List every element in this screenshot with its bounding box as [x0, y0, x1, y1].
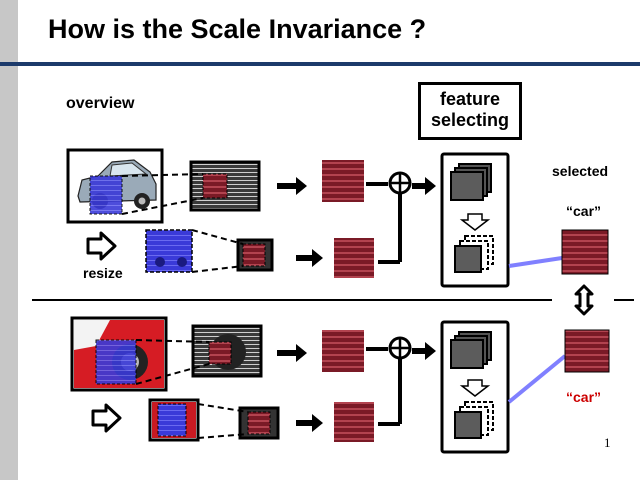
- top-pooled-patch-2: [334, 238, 374, 278]
- selected-label: selected: [552, 163, 609, 179]
- top-pooled-patch-1: [322, 160, 364, 202]
- bottom-arrows: [277, 344, 323, 432]
- top-selection-box: [440, 152, 510, 288]
- resize-arrow-bottom-icon: [91, 403, 122, 433]
- top-arrows: [277, 177, 323, 267]
- resize-arrow-top-icon: [86, 231, 117, 261]
- top-selection-link: [508, 256, 563, 268]
- double-arrow-icon: [574, 284, 594, 316]
- bottom-feature-map: [191, 324, 263, 378]
- top-selected-patch: [561, 229, 609, 275]
- feature-selecting-box: feature selecting: [418, 82, 522, 140]
- bottom-resized-image: [148, 398, 200, 442]
- resize-label: resize: [83, 265, 123, 281]
- top-resized-image: [145, 229, 193, 273]
- overview-label: overview: [66, 95, 135, 112]
- top-small-feature-map: [236, 238, 274, 272]
- slide-title: How is the Scale Invariance ?: [48, 14, 427, 44]
- bottom-source-image: [70, 316, 168, 392]
- bottom-small-feature-map: [238, 406, 280, 440]
- car-label-bottom: “car”: [566, 389, 602, 405]
- title-underline: [0, 62, 640, 66]
- bottom-pooled-patch-1: [322, 330, 364, 372]
- bottom-selection-box: [440, 320, 510, 454]
- top-merge: [366, 171, 436, 264]
- section-divider-right: [614, 299, 634, 301]
- bottom-merge: [366, 336, 436, 426]
- car-label-top: “car”: [566, 203, 602, 219]
- bottom-pooled-patch-2: [334, 402, 374, 442]
- bottom-selection-link: [507, 354, 567, 404]
- top-feature-map: [189, 160, 261, 212]
- bottom-selected-patch: [564, 329, 610, 373]
- top-source-image: [66, 148, 164, 224]
- feature-selecting-line2: selecting: [430, 110, 510, 130]
- left-margin-bar: [0, 0, 18, 480]
- page-number: 1: [604, 435, 611, 450]
- feature-selecting-line1: feature: [439, 89, 501, 109]
- section-divider: [32, 299, 552, 301]
